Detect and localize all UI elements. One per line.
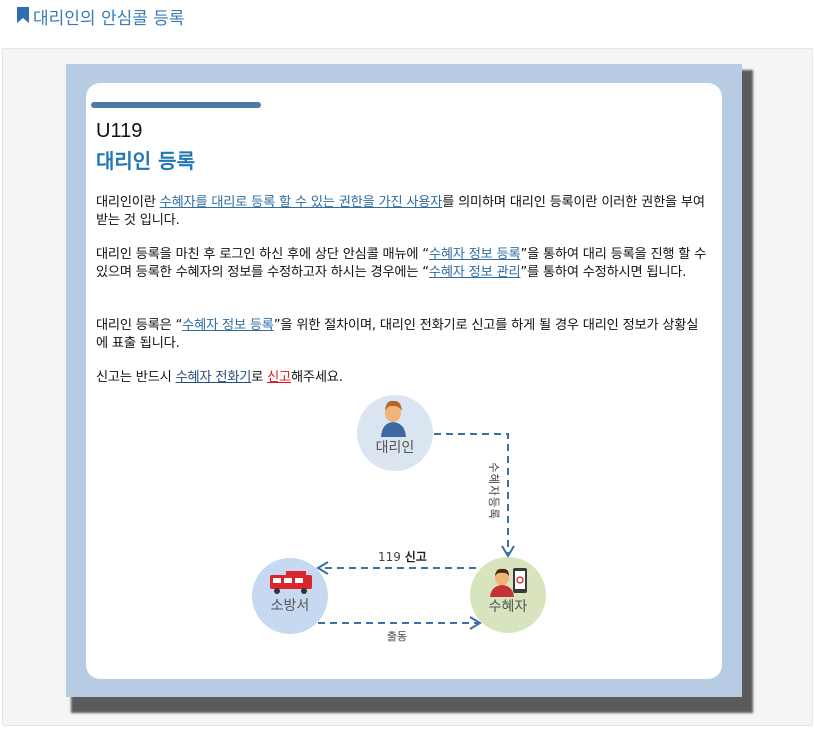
page-header: 대리인의 안심콜 등록	[0, 0, 815, 40]
screen-name: 대리인 등록	[96, 149, 195, 173]
text: 를 의미하며 대리인 등록이란 이러한 권한을 부여 받는 것 입니다.	[96, 195, 705, 228]
beneficiary-register-link[interactable]: 수혜자 정보 등록	[428, 247, 521, 262]
text: ”을 위한 절차이며, 대리인 전화기로 신고를 하게 될 경우 대리인 정보가…	[96, 318, 699, 351]
text: 대리인 등록을 마친 후 로그인 하신 후에 상단 안심콜 매뉴에 “	[96, 247, 429, 262]
text: 대리인이란	[96, 195, 160, 210]
beneficiary-register-link-2[interactable]: 수혜자 정보 등록	[182, 318, 274, 333]
screen-code: U119	[96, 120, 143, 142]
text: 신고는 반드시	[96, 370, 176, 385]
text: 로	[251, 370, 268, 385]
report-link[interactable]: 신고	[267, 370, 291, 385]
beneficiary-phone-link[interactable]: 수혜자 전화기	[175, 370, 252, 385]
bookmark-icon	[17, 7, 29, 23]
paragraph-procedure: 대리인 등록을 마친 후 로그인 하신 후에 상단 안심콜 매뉴에 “수혜자 정…	[96, 246, 710, 282]
info-card	[86, 83, 722, 679]
page-title: 대리인의 안심콜 등록	[33, 9, 185, 29]
paragraph-warning: 신고는 반드시 수혜자 전화기로 신고해주세요.	[96, 369, 710, 387]
text: 해주세요.	[291, 370, 343, 385]
agent-definition-link[interactable]: 수혜자를 대리로 등록 할 수 있는 권한을 가진 사용자	[159, 195, 443, 210]
text: ”을 통하여 대리 등록을 진행 할 수 있으며 등록한 수혜자의 정보를 수정…	[96, 247, 707, 280]
text: 대리인 등록은 “	[96, 318, 183, 333]
paragraph-definition: 대리인이란 수혜자를 대리로 등록 할 수 있는 권한을 가진 사용자를 의미하…	[96, 194, 710, 230]
accent-bar	[91, 102, 261, 108]
beneficiary-manage-link[interactable]: 수혜자 정보 관리	[428, 265, 521, 280]
paragraph-notice: 대리인 등록은 “수혜자 정보 등록”을 위한 절차이며, 대리인 전화기로 신…	[96, 317, 710, 353]
text: ”를 통하여 수정하시면 됩니다.	[520, 265, 687, 280]
